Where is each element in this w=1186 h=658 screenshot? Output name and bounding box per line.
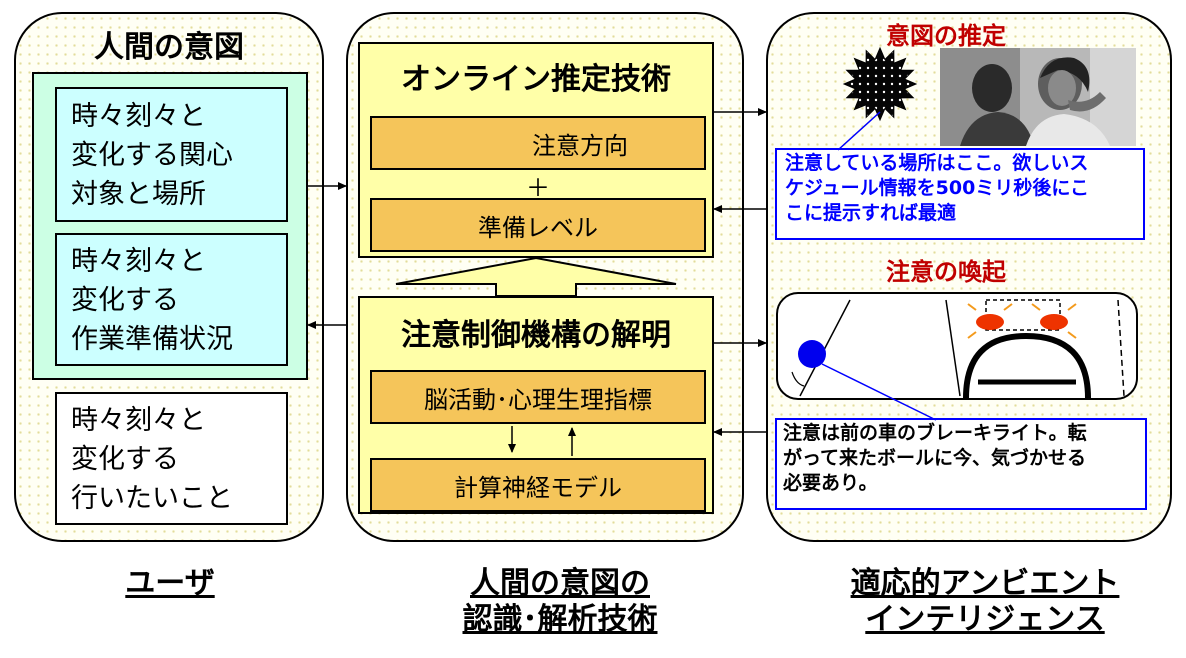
arousal-note-line-3: 必要あり。 bbox=[783, 472, 878, 494]
ball-icon bbox=[791, 340, 826, 387]
arousal-note-line-2: がって来たボールに今、気づかせる bbox=[783, 447, 1087, 469]
desire-box: 時々刻々と 変化する 行いたいこと bbox=[55, 392, 288, 525]
readiness-level-box: 準備レベル bbox=[370, 198, 706, 252]
neural-model-box: 計算神経モデル bbox=[370, 458, 706, 512]
estimation-note-line-3: こに提示すれば最適 bbox=[785, 202, 957, 224]
human-intent-title: 人間の意図 bbox=[94, 30, 244, 65]
desire-line-3: 行いたいこと bbox=[71, 483, 233, 514]
estimation-note: 注意している場所はここ。欲しいス ケジュール情報を500ミリ秒後にこ こに提示す… bbox=[775, 148, 1145, 240]
interest-line-2: 変化する関心 bbox=[71, 140, 233, 171]
caption-user: ユーザ bbox=[125, 566, 215, 601]
steering-wheel-icon bbox=[963, 332, 1091, 399]
caption-ambient-line-1: 適応的アンビエント bbox=[850, 566, 1120, 601]
people-photo bbox=[940, 48, 1136, 146]
attention-direction-box: 注意方向 bbox=[370, 116, 706, 170]
caption-ambient: 適応的アンビエント インテリジェンス bbox=[820, 566, 1150, 646]
caption-ambient-line-2: インテリジェンス bbox=[865, 602, 1105, 637]
brake-light-icon bbox=[967, 299, 1077, 339]
attention-mechanism-title: 注意制御機構の解明 bbox=[401, 318, 671, 353]
caption-recognition-line-2: 認識･解析技術 bbox=[462, 602, 658, 637]
starburst-pointer bbox=[837, 111, 881, 151]
caption-recognition-line-1: 人間の意図の bbox=[470, 566, 650, 601]
arousal-note-line-1: 注意は前の車のブレーキライト。転 bbox=[783, 422, 1087, 444]
readiness-line-2: 変化する bbox=[71, 285, 179, 316]
readiness-box: 時々刻々と 変化する 作業準備状況 bbox=[55, 233, 288, 366]
arousal-note: 注意は前の車のブレーキライト。転 がって来たボールに今、気づかせる 必要あり。 bbox=[775, 418, 1147, 510]
desire-line-1: 時々刻々と bbox=[71, 405, 206, 436]
ball-pointer bbox=[821, 363, 937, 421]
car-interior-illustration bbox=[776, 292, 1138, 400]
interest-line-3: 対象と場所 bbox=[71, 179, 206, 210]
intent-estimation-title: 意図の推定 bbox=[886, 21, 1006, 50]
readiness-line-1: 時々刻々と bbox=[71, 246, 206, 277]
interest-box: 時々刻々と 変化する関心 対象と場所 bbox=[55, 87, 288, 222]
estimation-note-line-1: 注意している場所はここ。欲しいス bbox=[785, 152, 1089, 174]
plus-sign: ＋ bbox=[526, 173, 550, 202]
readiness-line-3: 作業準備状況 bbox=[71, 324, 233, 355]
caption-recognition: 人間の意図の 認識･解析技術 bbox=[420, 566, 700, 646]
desire-line-2: 変化する bbox=[71, 444, 179, 475]
brain-activity-box: 脳活動･心理生理指標 bbox=[370, 370, 706, 424]
big-up-arrow bbox=[395, 256, 677, 297]
attention-arousal-title: 注意の喚起 bbox=[886, 257, 1006, 286]
car-interior-lines bbox=[799, 299, 1125, 397]
starburst-icon bbox=[842, 46, 918, 122]
people-photo-graphic bbox=[940, 48, 1136, 146]
online-estimation-title: オンライン推定技術 bbox=[401, 62, 671, 97]
interest-line-1: 時々刻々と bbox=[71, 101, 206, 132]
estimation-note-line-2: ケジュール情報を500ミリ秒後にこ bbox=[785, 177, 1089, 199]
